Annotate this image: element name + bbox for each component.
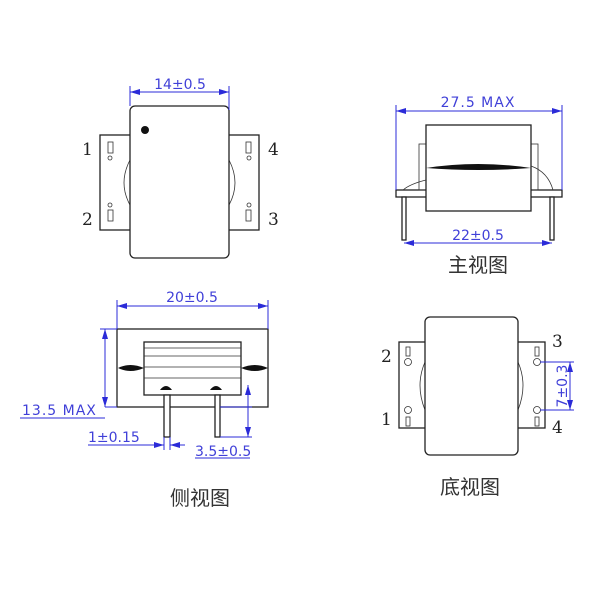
pin-label: 4 <box>552 418 563 438</box>
pin-label: 4 <box>268 140 279 160</box>
pin-label: 3 <box>268 210 279 230</box>
bottom-pin-spacing-dim: 7±0.3 <box>555 365 571 408</box>
side-pin-length-dim: 3.5±0.5 <box>195 444 251 460</box>
side-height-dim: 13.5 MAX <box>22 403 97 419</box>
pin-label: 2 <box>381 347 392 367</box>
front-view: 27.5 MAX 22±0.5 主视图 <box>395 95 563 277</box>
pin-label: 1 <box>381 410 392 430</box>
top-view: 14±0.5 1 4 2 3 <box>82 77 279 259</box>
front-pin-pitch-dim: 22±0.5 <box>452 228 504 244</box>
pin-label: 1 <box>82 140 93 160</box>
front-max-width-dim: 27.5 MAX <box>441 95 516 111</box>
bottom-view: 7±0.3 2 1 3 4 底视图 <box>381 316 574 499</box>
side-view-caption: 侧视图 <box>170 486 230 510</box>
bottom-view-caption: 底视图 <box>440 475 500 499</box>
pin1-marker-dot <box>141 126 149 134</box>
pin-label: 2 <box>82 210 93 230</box>
side-pin-width-dim: 1±0.15 <box>88 430 140 446</box>
pin-label: 3 <box>552 332 563 352</box>
front-view-caption: 主视图 <box>448 253 508 277</box>
top-width-dim: 14±0.5 <box>154 77 206 93</box>
side-view: 20±0.5 13.5 MAX 1±0.15 3.5±0.5 侧视图 <box>20 290 269 510</box>
side-width-dim: 20±0.5 <box>166 290 218 306</box>
